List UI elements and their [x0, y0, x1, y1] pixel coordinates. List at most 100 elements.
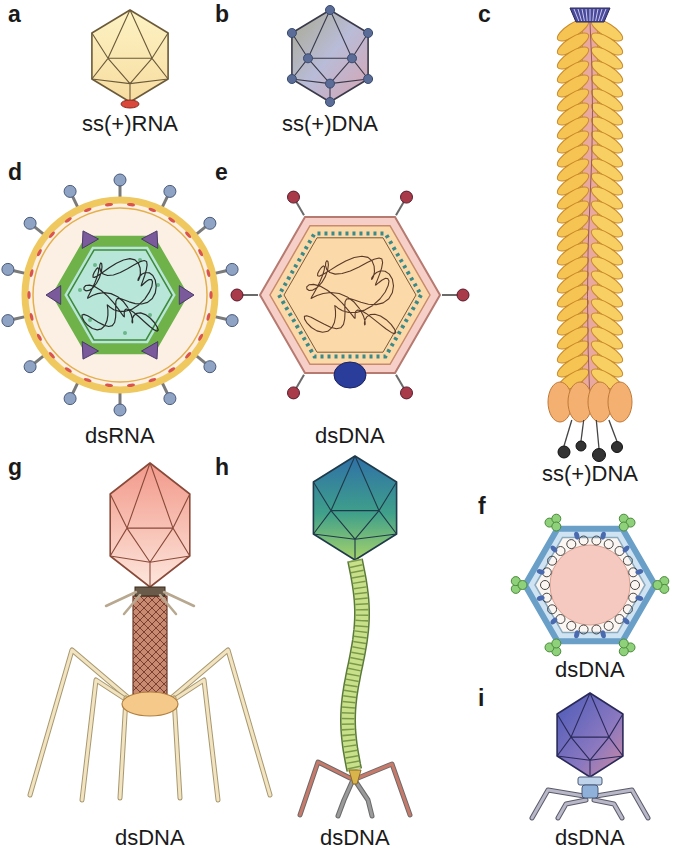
attachment-stalk: [581, 420, 584, 441]
spike-head: [288, 191, 300, 203]
vertex-protein: [179, 286, 194, 305]
genome-loop: [623, 605, 632, 614]
icosahedral-capsid-edges: [92, 10, 168, 102]
core-granule: [123, 331, 127, 335]
core-granule: [78, 288, 82, 292]
genome-loop: [592, 536, 601, 545]
inner-membrane-line: [284, 238, 416, 352]
genome-loop: [592, 625, 601, 634]
genome-loop: [579, 536, 588, 545]
dsrna-genome: [82, 259, 158, 332]
vertex-spike: [242, 294, 258, 296]
membrane-protein: [29, 313, 34, 322]
spike-head: [64, 393, 76, 405]
capsid-protein: [536, 595, 545, 602]
spike-head: [164, 185, 176, 197]
genome-type-label: dsDNA: [555, 658, 625, 682]
genome-loop: [604, 621, 613, 630]
panel-letter: d: [8, 160, 22, 184]
inner-membrane: [279, 234, 421, 357]
genome-core: [550, 545, 630, 625]
capsomer-dot: [326, 98, 335, 107]
tip-protein-lines: [574, 9, 606, 21]
spike-head: [114, 404, 126, 416]
genome-loop: [615, 547, 624, 556]
core-granule: [93, 263, 97, 267]
outer-capsid: [525, 529, 655, 642]
capsid-protein: [622, 544, 631, 553]
collar: [578, 777, 602, 785]
vertex-protein: [142, 231, 158, 249]
capsid-inner: [270, 226, 430, 365]
membrane-protein: [148, 377, 157, 383]
attachment-stalk: [596, 420, 599, 449]
membrane-protein: [206, 269, 211, 278]
baseplate: [122, 692, 178, 716]
vertex-protein: [46, 286, 61, 305]
membrane-protein: [127, 203, 135, 207]
membrane-protein: [105, 383, 113, 387]
membrane-protein: [64, 217, 72, 224]
spike-head: [457, 289, 469, 301]
outer-capsid: [58, 241, 182, 348]
genome-loop: [548, 605, 557, 614]
icosahedral-head-edges: [313, 456, 396, 560]
genome-type-label: dsDNA: [115, 826, 185, 850]
spike-head: [288, 387, 300, 399]
vertex-fiber: [619, 639, 628, 648]
capsomer-dot: [364, 75, 373, 84]
genome-type-label: ss(+)RNA: [82, 112, 178, 136]
capsomer-dot: [364, 29, 373, 38]
genome-loop: [556, 615, 565, 624]
genome-loop: [623, 556, 632, 565]
tail-rings: [348, 560, 362, 770]
icosahedral-capsid: [92, 10, 168, 102]
spike-head: [2, 315, 14, 327]
membrane-protein: [167, 366, 175, 373]
membrane-protein: [206, 313, 211, 322]
capsid-protein: [549, 544, 558, 553]
envelope-inner: [33, 208, 207, 382]
tail-fiber-outline: [558, 800, 586, 818]
membrane-protein: [167, 217, 175, 224]
capsid-protein: [635, 568, 644, 575]
spike-head: [204, 361, 216, 373]
capsid-protein: [549, 617, 558, 626]
tail-fiber: [356, 782, 372, 816]
capsomer-dot: [348, 54, 357, 63]
attachment-knob: [612, 442, 623, 453]
tail-fiber: [594, 800, 622, 818]
membrane-protein: [197, 248, 204, 257]
membrane-protein: [64, 366, 72, 373]
spike-head: [24, 361, 36, 373]
membrane-protein: [209, 291, 212, 299]
genome-loop: [631, 581, 640, 590]
membrane-protein: [127, 383, 135, 387]
spike-head: [114, 174, 126, 186]
envelope: [25, 200, 215, 390]
tail-fiber: [358, 764, 410, 815]
panel-letter: f: [478, 494, 486, 518]
spike-head: [226, 315, 238, 327]
capsomer-dot: [304, 54, 313, 63]
inner-capsid: [68, 250, 172, 340]
genome-type-label: ss(+)DNA: [282, 112, 378, 136]
panel-letter: h: [215, 455, 229, 479]
vertex-spike: [296, 202, 304, 216]
genome-type-label: ss(+)DNA: [542, 462, 638, 486]
capsomer-dot: [326, 79, 335, 88]
panel-letter: a: [8, 2, 21, 26]
vertex-fiber: [518, 581, 527, 590]
vertex-spike: [296, 375, 304, 389]
spike-head: [164, 393, 176, 405]
tail-fiber-outline: [594, 800, 622, 818]
membrane-protein: [83, 207, 92, 213]
filament-dna: [588, 22, 593, 405]
icosahedral-capsid-edges: [292, 10, 368, 102]
genome-loop: [567, 540, 576, 549]
tail-fiber-outline: [358, 764, 410, 815]
prolate-head-edges: [110, 463, 190, 587]
membrane-protein: [184, 231, 192, 239]
capsid: [260, 217, 440, 373]
genome-loop: [579, 625, 588, 634]
